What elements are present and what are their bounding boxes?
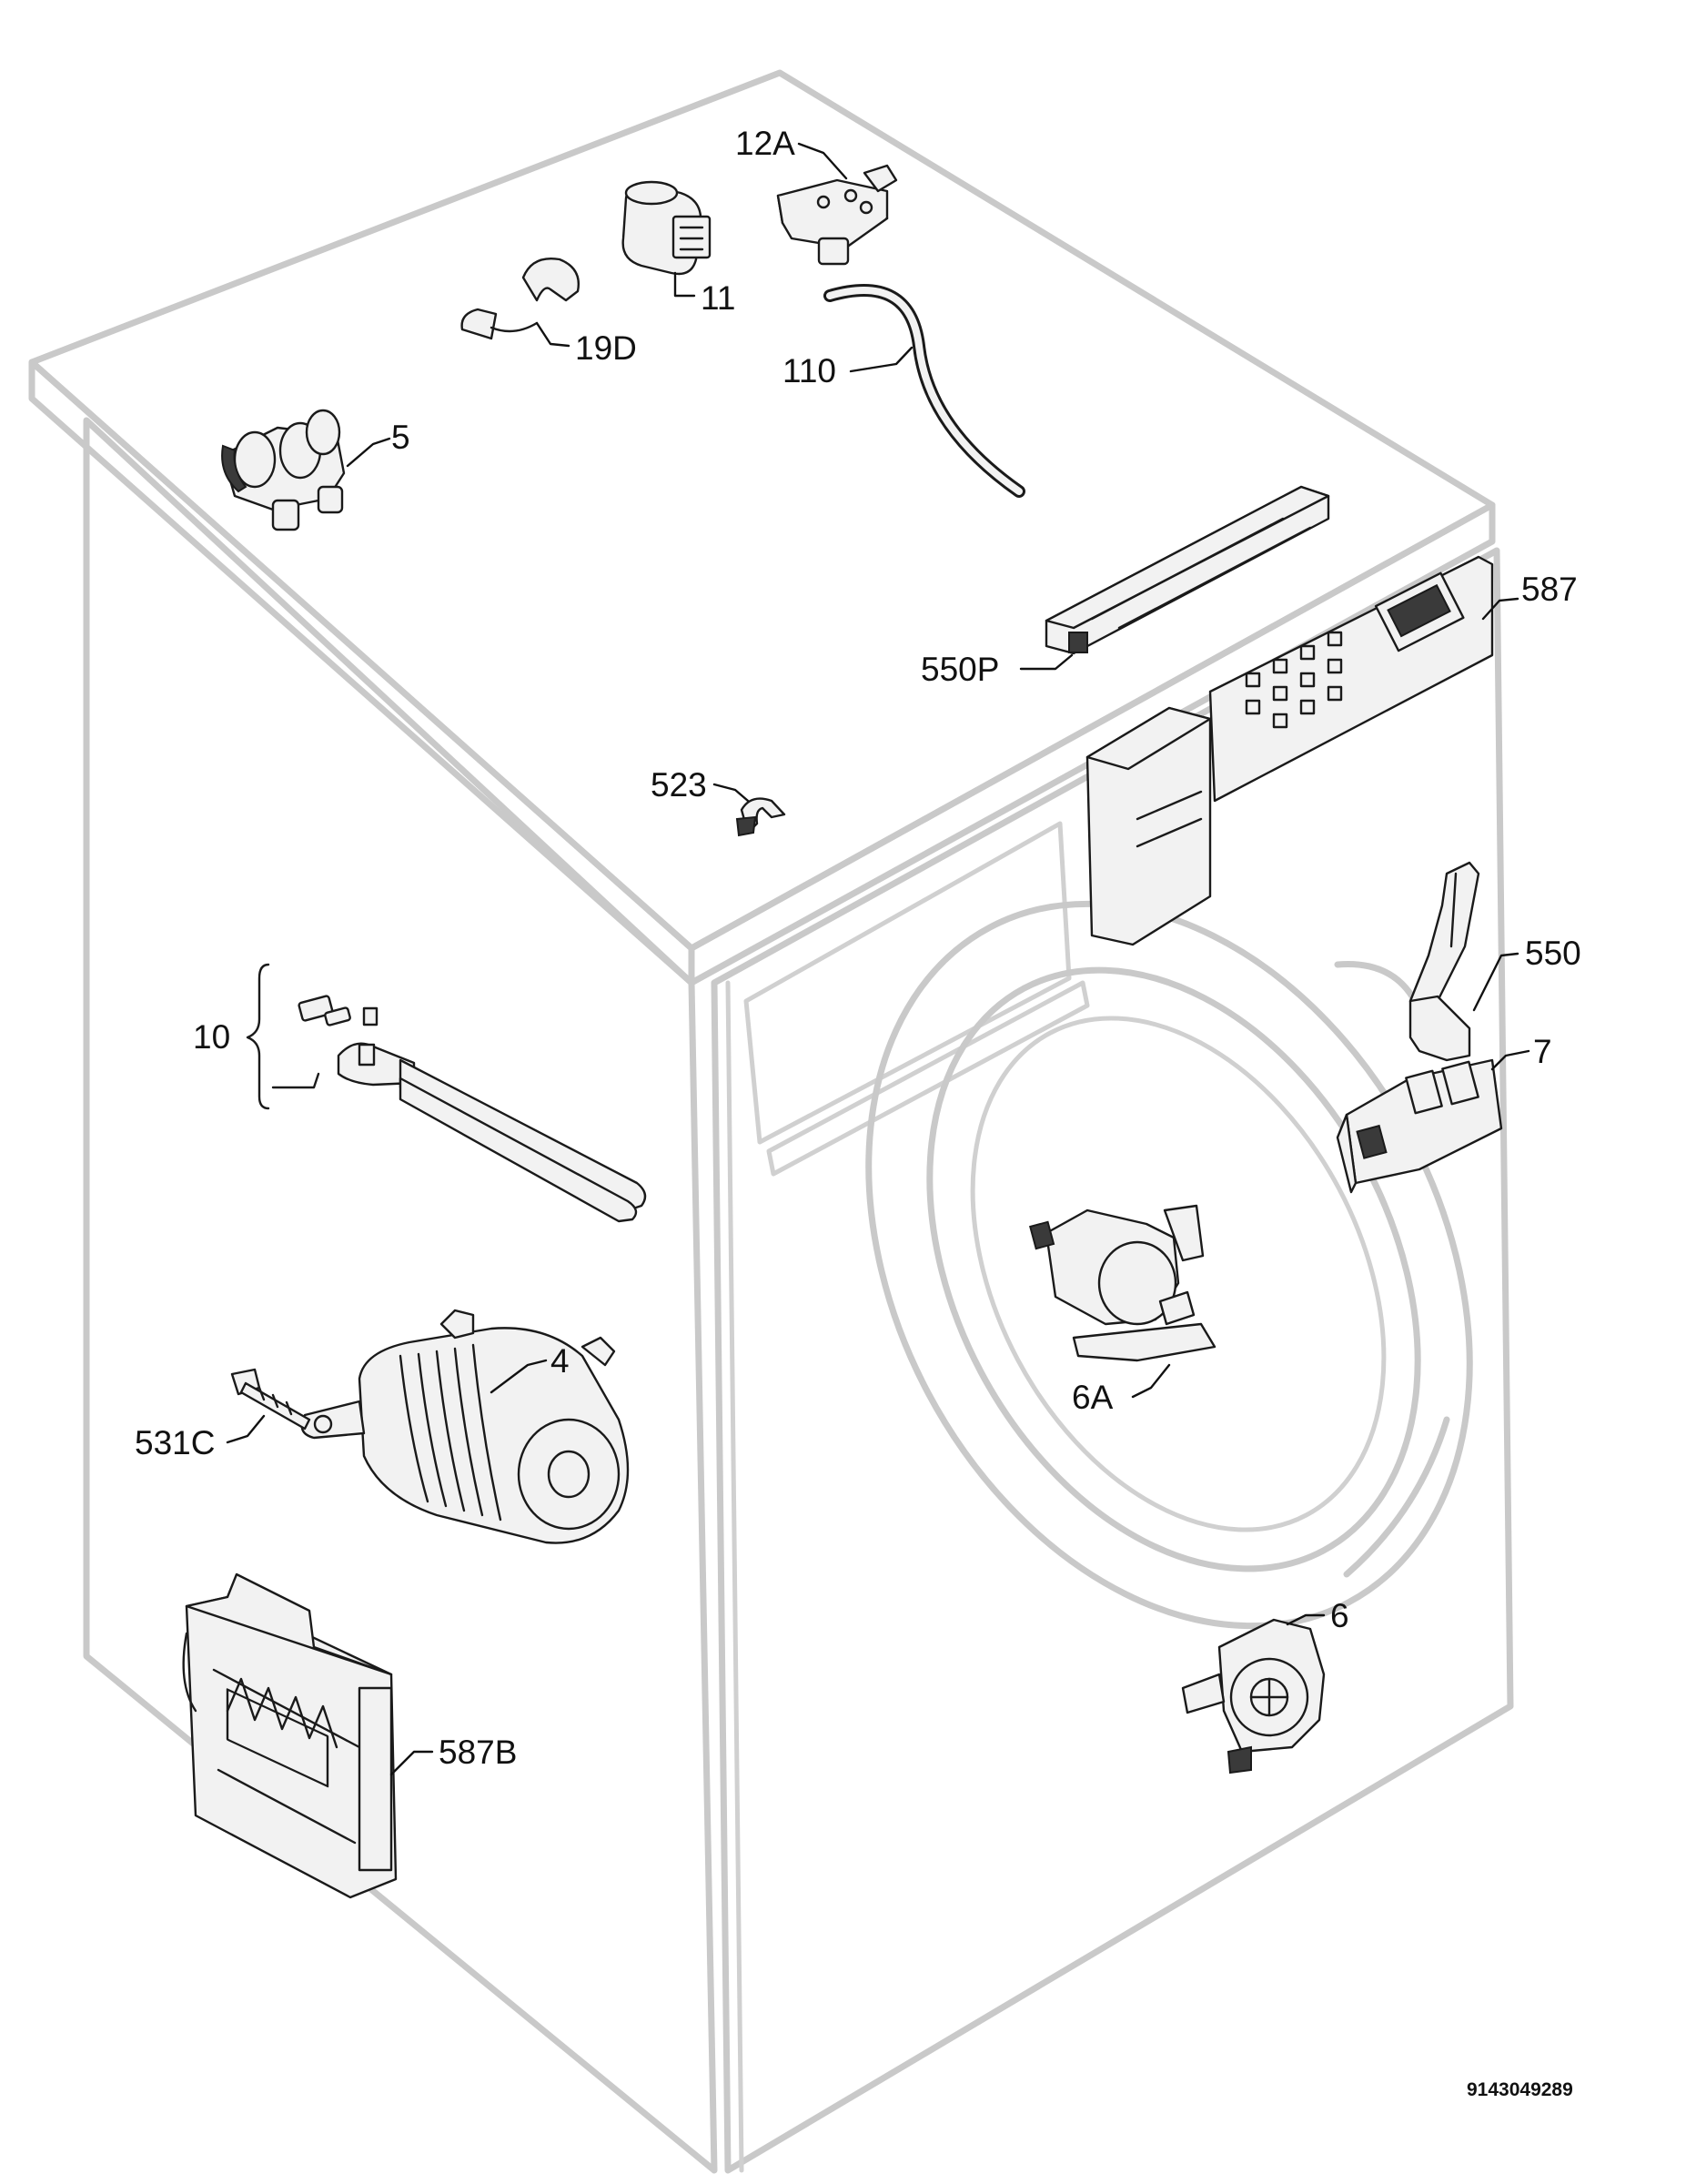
part-587-electronic-module: 587 bbox=[1085, 555, 1578, 946]
label-4: 4 bbox=[550, 1342, 570, 1380]
drawing-reference-number: 9143049289 bbox=[1467, 2079, 1573, 2100]
label-11: 11 bbox=[701, 279, 735, 317]
cabinet-top-right-edge bbox=[688, 501, 1496, 986]
label-110: 110 bbox=[782, 352, 836, 389]
label-7: 7 bbox=[1533, 1033, 1552, 1070]
part-587b-power-module: 587B bbox=[182, 1572, 517, 1899]
washer-cabinet bbox=[28, 69, 1514, 2174]
label-19d: 19D bbox=[575, 329, 637, 367]
part-6a-circulation-pump: 6A bbox=[1029, 1204, 1216, 1416]
label-523: 523 bbox=[651, 766, 707, 804]
part-6-drain-pump: 6 bbox=[1181, 1597, 1349, 1774]
part-550p-dispenser-guide: 550P bbox=[921, 485, 1330, 688]
label-12a: 12A bbox=[735, 125, 795, 162]
label-550p: 550P bbox=[921, 651, 999, 688]
label-587b: 587B bbox=[439, 1734, 517, 1771]
part-110-pressure-hose: 110 bbox=[782, 284, 1025, 498]
part-12a-pressure-switch: 12A bbox=[735, 125, 898, 266]
part-4-motor: 4 bbox=[300, 1309, 630, 1544]
control-panel-band bbox=[743, 821, 1072, 1145]
part-550-door-handle: 550 bbox=[1408, 861, 1581, 1062]
label-6: 6 bbox=[1330, 1597, 1349, 1634]
label-531c: 531C bbox=[135, 1424, 215, 1461]
part-7-door-interlock: 7 bbox=[1336, 1033, 1552, 1194]
label-550: 550 bbox=[1525, 935, 1581, 972]
label-6a: 6A bbox=[1072, 1379, 1114, 1416]
part-523-clip: 523 bbox=[651, 766, 786, 837]
part-10-heating-element: 10 bbox=[193, 963, 647, 1223]
label-5: 5 bbox=[391, 419, 410, 456]
cabinet-left-side bbox=[83, 417, 718, 2174]
module-buttons bbox=[1245, 631, 1343, 729]
part-19d-grommet: 19D bbox=[460, 258, 637, 367]
label-10: 10 bbox=[193, 1018, 230, 1056]
label-587: 587 bbox=[1521, 571, 1578, 608]
part-11-interference-filter: 11 bbox=[621, 180, 735, 317]
part-5-inlet-valve: 5 bbox=[221, 409, 410, 531]
part-531c-screw: 531C bbox=[135, 1368, 311, 1461]
